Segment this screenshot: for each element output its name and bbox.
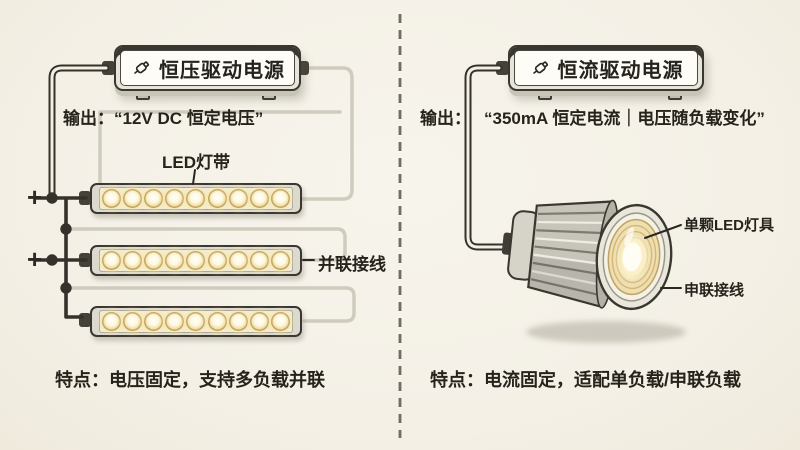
constant-voltage-driver-box: 恒压驱动电源 (114, 45, 301, 91)
lamp-terminal (503, 240, 517, 254)
strip-pcb (99, 187, 293, 210)
led-dot (144, 251, 164, 270)
led-dot (270, 189, 290, 208)
driver-title: 恒压驱动电源 (159, 59, 285, 82)
led-dot (144, 189, 164, 208)
right-feature-text: 特点：电流固定，适配单负载/申联负载 (430, 370, 741, 390)
led-dot (102, 312, 122, 331)
led-dot (102, 189, 122, 208)
driver-face: 恒流驱动电源 (514, 50, 698, 86)
single-lamp-label: 单颗LED灯具 (684, 217, 775, 234)
output-line: 输出：“12V DC 恒定电压” (63, 104, 263, 129)
lamp-shadow (526, 321, 686, 343)
led-dot (270, 312, 290, 331)
led-dot (228, 312, 248, 331)
led-dot (249, 251, 269, 270)
led-dot (207, 312, 227, 331)
led-glow (617, 235, 648, 280)
led-dot (165, 189, 185, 208)
output-label: 输出： (420, 109, 471, 128)
led-dot (186, 312, 206, 331)
parallel-wiring-label: 并联接线 (318, 255, 386, 274)
led-dot (123, 251, 143, 270)
led-dot (102, 251, 122, 270)
heatsink-fins (530, 211, 610, 297)
led-dot (186, 251, 206, 270)
reflector-ribs (611, 224, 657, 290)
driver-title: 恒流驱动电源 (557, 59, 684, 82)
right-pointer-lines (644, 224, 682, 289)
right-wiring (464, 64, 508, 251)
led-strip (90, 245, 302, 276)
led-dot (228, 189, 248, 208)
led-dot (228, 251, 248, 270)
led-dot (165, 312, 185, 331)
led-strip (90, 183, 302, 214)
polarity-plus-mark: + (27, 182, 43, 212)
driver-face: 恒压驱动电源 (120, 50, 295, 86)
led-dot (186, 189, 206, 208)
constant-current-driver-box: 恒流驱动电源 (508, 45, 704, 91)
led-dot (123, 312, 143, 331)
led-dot (249, 312, 269, 331)
plug-icon (532, 61, 548, 74)
strip-pcb (99, 310, 293, 333)
led-strip-label: LED灯带 (162, 153, 230, 172)
left-feature-text: 特点：电压固定，支持多负载并联 (55, 370, 325, 390)
strip-pcb (99, 249, 293, 272)
lens-highlight (624, 227, 635, 246)
led-strip (90, 306, 302, 337)
led-dot (270, 251, 290, 270)
led-hotspot (622, 242, 642, 272)
series-wiring-label: 申联接线 (684, 282, 745, 299)
plug-icon (134, 61, 150, 74)
led-dot (249, 189, 269, 208)
lamp-reflector (607, 218, 661, 296)
led-dot (165, 251, 185, 270)
lamp-bezel (595, 203, 673, 311)
led-dot (144, 312, 164, 331)
led-dot (123, 189, 143, 208)
led-dot (207, 251, 227, 270)
led-dot (207, 189, 227, 208)
heatsink-shading (528, 256, 606, 307)
output-label: 输出： (63, 109, 114, 128)
lamp-collar (595, 199, 619, 309)
lamp-heatsink (527, 200, 614, 309)
output-value: “350mA 恒定电流｜电压随负载变化” (484, 109, 765, 128)
polarity-plus-mark: + (27, 244, 43, 274)
output-value: “12V DC 恒定电压” (114, 109, 264, 128)
led-lamp-illustration (501, 199, 673, 311)
lamp-inner-ring (602, 212, 666, 302)
